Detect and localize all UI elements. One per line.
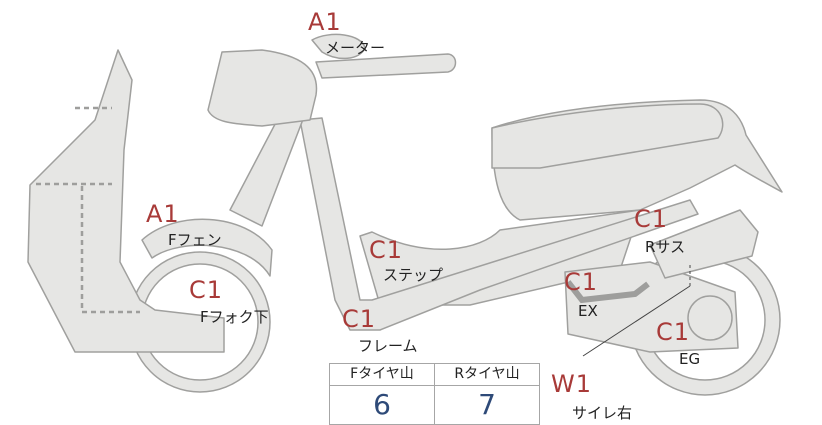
rear-tire-value[interactable]: 7 [434, 386, 539, 425]
marker-step-label: ステップ [383, 266, 444, 284]
tire-tread-table: Fタイヤ山 Rタイヤ山 6 7 [329, 363, 540, 425]
marker-f-fender-label: Fフェン [168, 231, 222, 249]
leader-line [582, 285, 691, 357]
marker-f-fork-code[interactable]: C1 [182, 274, 224, 306]
marker-meter-code[interactable]: A1 [302, 6, 342, 38]
marker-f-fender-code[interactable]: A1 [140, 198, 180, 230]
marker-r-sus-code[interactable]: C1 [627, 203, 669, 235]
leg-shield [27, 49, 225, 353]
rear-shock [649, 209, 759, 279]
seat [491, 103, 724, 169]
rear-tire-header: Rタイヤ山 [434, 364, 539, 386]
marker-step-code[interactable]: C1 [362, 234, 404, 266]
marker-frame-label: フレーム [358, 337, 418, 355]
engine-case [687, 295, 733, 341]
marker-r-sus-label: Rサス [645, 238, 686, 256]
marker-ex-label: EX [578, 302, 598, 320]
marker-side-right-label: サイレ右 [572, 404, 633, 422]
marker-frame-code[interactable]: C1 [335, 303, 377, 335]
marker-side-right-code[interactable]: W1 [545, 368, 592, 400]
marker-meter-label: メーター [325, 39, 386, 57]
handlebar [315, 53, 457, 79]
front-tire-value[interactable]: 6 [373, 388, 391, 421]
headlight [207, 49, 318, 127]
front-tire-header: Fタイヤ山 [330, 364, 434, 386]
marker-eg-code[interactable]: C1 [649, 316, 691, 348]
marker-f-fork-label: Fフォク下 [200, 308, 269, 326]
front-fender [141, 218, 273, 277]
marker-ex-code[interactable]: C1 [557, 266, 599, 298]
marker-eg-label: EG [679, 350, 701, 368]
